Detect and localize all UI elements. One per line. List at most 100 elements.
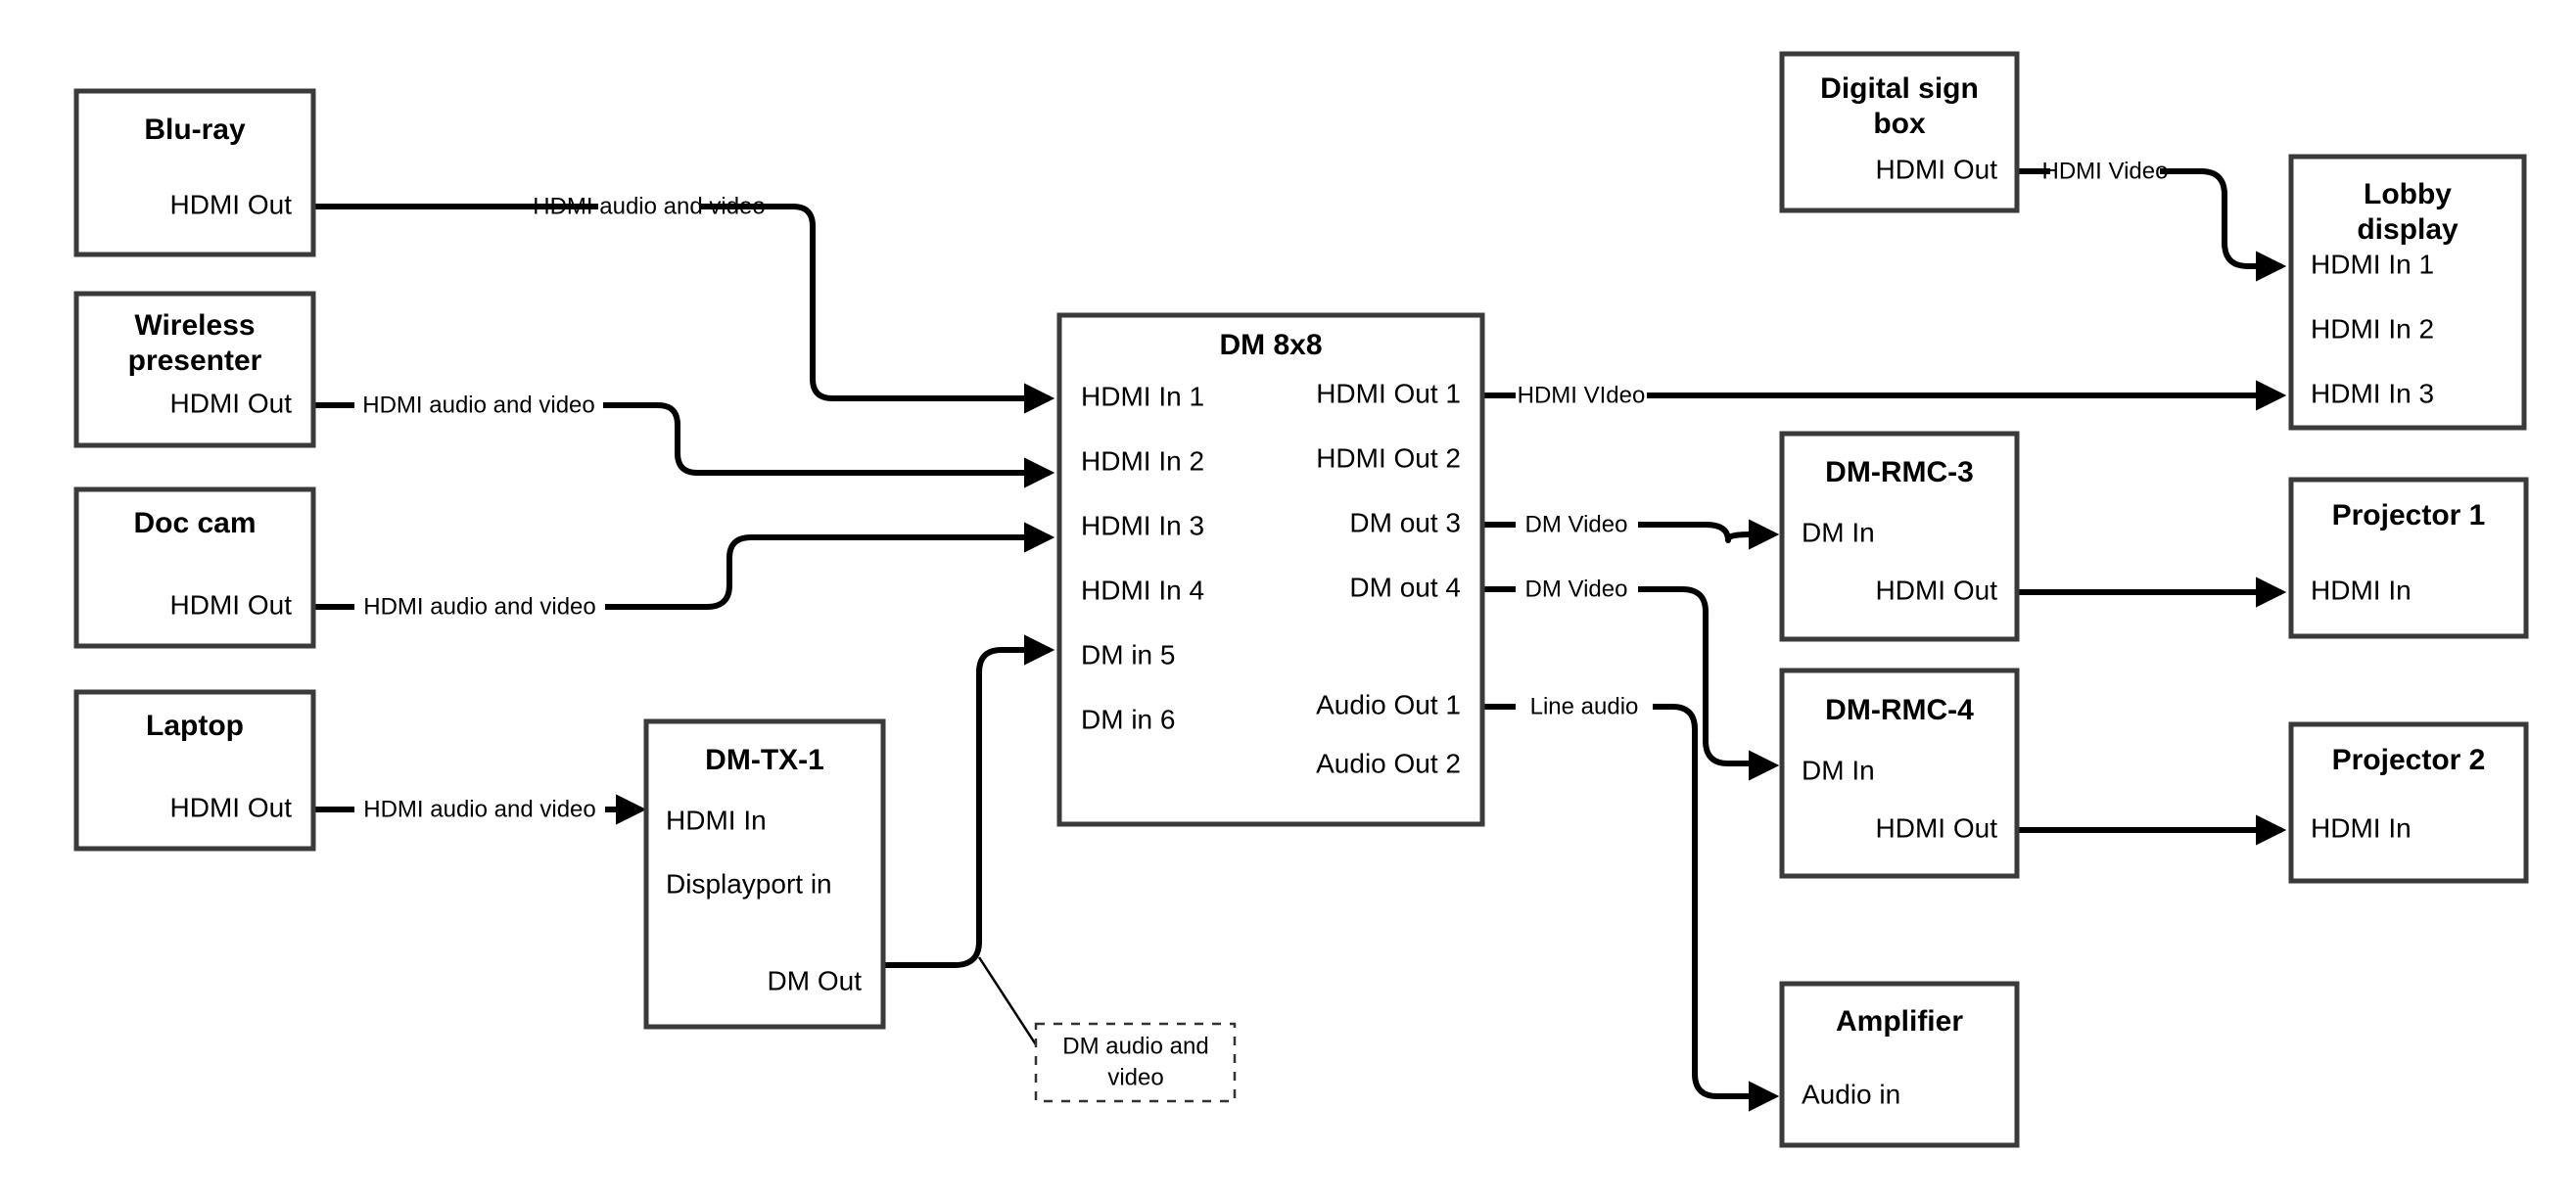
node-dm-rmc-3[interactable]: DM-RMC-3 DM In HDMI Out xyxy=(1779,431,2020,642)
port-dm8x8-dm-out-4[interactable]: DM out 4 xyxy=(1349,572,1461,602)
node-doc-cam[interactable]: Doc cam HDMI Out xyxy=(73,486,316,649)
node-doc-cam-title: Doc cam xyxy=(133,507,256,539)
node-projector-2[interactable]: Projector 2 HDMI In xyxy=(2288,721,2529,884)
node-lobby-display-title-line2: display xyxy=(2357,213,2459,246)
node-laptop-title: Laptop xyxy=(146,710,244,742)
edge-label-hdmi-video-lobby1: HDMI Video xyxy=(2042,158,2169,184)
port-doccam-hdmi-out[interactable]: HDMI Out xyxy=(170,589,293,620)
port-dmtx-hdmi-in[interactable]: HDMI In xyxy=(666,805,767,835)
node-bluray-title: Blu-ray xyxy=(144,114,246,146)
node-dm-rmc-4-box[interactable] xyxy=(1779,668,2020,879)
node-bluray[interactable]: Blu-ray HDMI Out xyxy=(73,88,316,257)
edge-label-bluray: HDMI audio and video xyxy=(533,192,766,221)
node-digital-sign-box-box[interactable] xyxy=(1779,51,2020,213)
port-wireless-hdmi-out[interactable]: HDMI Out xyxy=(170,388,293,418)
port-bluray-hdmi-out[interactable]: HDMI Out xyxy=(170,189,293,219)
port-rmc4-hdmi-out[interactable]: HDMI Out xyxy=(1876,812,1998,843)
port-dmtx-displayport-in[interactable]: Displayport in xyxy=(666,868,832,899)
node-amplifier-title: Amplifier xyxy=(1836,1005,1963,1038)
note-dm-av-line1: DM audio and xyxy=(1062,1033,1208,1059)
node-dm-8x8-box[interactable] xyxy=(1056,312,1485,827)
note-dm-av-line2: video xyxy=(1107,1064,1163,1090)
node-amplifier-box[interactable] xyxy=(1779,981,2020,1148)
port-dm8x8-dm-in-6[interactable]: DM in 6 xyxy=(1081,704,1175,734)
node-amplifier[interactable]: Amplifier Audio in xyxy=(1779,981,2020,1148)
edge-label-dm-video-rmc3: DM Video xyxy=(1525,511,1628,537)
edge-label-dm-video-rmc4: DM Video xyxy=(1525,576,1628,602)
port-rmc3-dm-in[interactable]: DM In xyxy=(1802,517,1875,547)
port-dm8x8-dm-out-3[interactable]: DM out 3 xyxy=(1349,507,1461,537)
edge-label-hdmi-video-out1: HDMI VIdeo xyxy=(1516,381,1647,410)
port-projector2-hdmi-in[interactable]: HDMI In xyxy=(2311,812,2412,843)
edge-label-hdmi-av-doccam: HDMI audio and video xyxy=(363,593,595,620)
node-projector-2-box[interactable] xyxy=(2288,721,2529,884)
edge-label-laptop: HDMI audio and video xyxy=(354,795,605,824)
edge-label-hdmi-av-wireless: HDMI audio and video xyxy=(362,392,594,418)
port-dm8x8-hdmi-in-1[interactable]: HDMI In 1 xyxy=(1081,381,1204,411)
edge-label-hdmi-video-sign: HDMI Video xyxy=(2042,157,2169,186)
edge-label-hdmi-av-laptop: HDMI audio and video xyxy=(363,796,595,822)
node-projector-1[interactable]: Projector 1 HDMI In xyxy=(2288,477,2529,639)
node-digital-sign-box[interactable]: Digital sign box HDMI Out xyxy=(1779,51,2020,213)
node-lobby-display[interactable]: Lobby display HDMI In 1 HDMI In 2 HDMI I… xyxy=(2288,154,2527,431)
port-lobby-hdmi-in-2[interactable]: HDMI In 2 xyxy=(2311,313,2434,344)
port-dm8x8-hdmi-in-2[interactable]: HDMI In 2 xyxy=(1081,445,1204,476)
port-rmc4-dm-in[interactable]: DM In xyxy=(1802,755,1875,785)
node-dm-tx-1-title: DM-TX-1 xyxy=(705,744,824,776)
node-dm-tx-1-box[interactable] xyxy=(643,718,886,1030)
port-dm8x8-hdmi-in-4[interactable]: HDMI In 4 xyxy=(1081,575,1204,605)
edge-label-dm-video-3: DM Video xyxy=(1516,510,1638,539)
edge-dmtx-dmout-to-dm8x8-in5 xyxy=(883,634,1055,968)
edge-dm8x8-dmout4-to-rmc4-dmin xyxy=(1482,586,1774,765)
edge-doccam-to-dm8x8-in3 xyxy=(313,537,1050,610)
node-wireless-presenter-title-line2: presenter xyxy=(128,345,262,377)
node-dm-rmc-3-title: DM-RMC-3 xyxy=(1825,456,1974,488)
edge-label-line-audio-amp: Line audio xyxy=(1530,693,1639,719)
port-dm8x8-hdmi-out-1[interactable]: HDMI Out 1 xyxy=(1316,378,1461,408)
port-rmc3-hdmi-out[interactable]: HDMI Out xyxy=(1876,575,1998,605)
port-dm8x8-audio-out-1[interactable]: Audio Out 1 xyxy=(1316,689,1461,719)
port-dm8x8-hdmi-in-3[interactable]: HDMI In 3 xyxy=(1081,510,1204,540)
note-dm-audio-and-video: DM audio and video xyxy=(1034,1022,1237,1103)
node-wireless-presenter[interactable]: Wireless presenter HDMI Out xyxy=(73,291,316,448)
edge-label-hdmi-video-lobby3: HDMI VIdeo xyxy=(1518,382,1646,408)
port-projector1-hdmi-in[interactable]: HDMI In xyxy=(2311,575,2412,605)
edge-label-dm-video-4: DM Video xyxy=(1516,575,1638,604)
node-digital-sign-title-line2: box xyxy=(1873,108,1926,140)
node-projector-2-title: Projector 2 xyxy=(2332,744,2486,776)
port-laptop-hdmi-out[interactable]: HDMI Out xyxy=(170,792,293,822)
node-digital-sign-title-line1: Digital sign xyxy=(1820,72,1979,105)
port-dmtx-dm-out[interactable]: DM Out xyxy=(768,965,863,995)
node-lobby-display-title-line1: Lobby xyxy=(2364,178,2452,210)
node-dm-tx-1[interactable]: DM-TX-1 HDMI In Displayport in DM Out xyxy=(643,718,886,1030)
edge-label-doccam: HDMI audio and video xyxy=(354,592,605,622)
port-dm8x8-hdmi-out-2[interactable]: HDMI Out 2 xyxy=(1316,442,1461,473)
port-dm8x8-dm-in-5[interactable]: DM in 5 xyxy=(1081,639,1175,670)
node-dm-rmc-4-title: DM-RMC-4 xyxy=(1825,694,1974,726)
node-lobby-display-box[interactable] xyxy=(2288,154,2527,431)
port-sign-hdmi-out[interactable]: HDMI Out xyxy=(1876,154,1998,184)
node-dm-8x8[interactable]: DM 8x8 HDMI In 1 HDMI In 2 HDMI In 3 HDM… xyxy=(1056,312,1485,827)
port-lobby-hdmi-in-1[interactable]: HDMI In 1 xyxy=(2311,249,2434,279)
edge-dm8x8-dmout3-to-rmc3-dmin xyxy=(1482,525,1774,540)
edge-label-wireless: HDMI audio and video xyxy=(354,391,603,420)
edge-label-line-audio: Line audio xyxy=(1516,692,1653,721)
port-lobby-hdmi-in-3[interactable]: HDMI In 3 xyxy=(2311,378,2434,408)
port-amplifier-audio-in[interactable]: Audio in xyxy=(1802,1079,1900,1109)
node-dm-8x8-title: DM 8x8 xyxy=(1219,329,1322,361)
edge-label-hdmi-av-bluray: HDMI audio and video xyxy=(533,193,765,219)
node-laptop[interactable]: Laptop HDMI Out xyxy=(73,689,316,852)
node-bluray-box[interactable] xyxy=(73,88,316,257)
node-doc-cam-box[interactable] xyxy=(73,486,316,649)
node-dm-rmc-3-box[interactable] xyxy=(1779,431,2020,642)
node-wireless-presenter-box[interactable] xyxy=(73,291,316,448)
node-laptop-box[interactable] xyxy=(73,689,316,852)
node-projector-1-box[interactable] xyxy=(2288,477,2529,639)
edge-sign-to-lobby-in1 xyxy=(2017,168,2281,266)
node-dm-rmc-4[interactable]: DM-RMC-4 DM In HDMI Out xyxy=(1779,668,2020,879)
note-dm-av-box xyxy=(1034,1022,1237,1103)
edge-bluray-to-dm8x8-in1 xyxy=(313,204,1050,398)
port-dm8x8-audio-out-2[interactable]: Audio Out 2 xyxy=(1316,748,1461,778)
